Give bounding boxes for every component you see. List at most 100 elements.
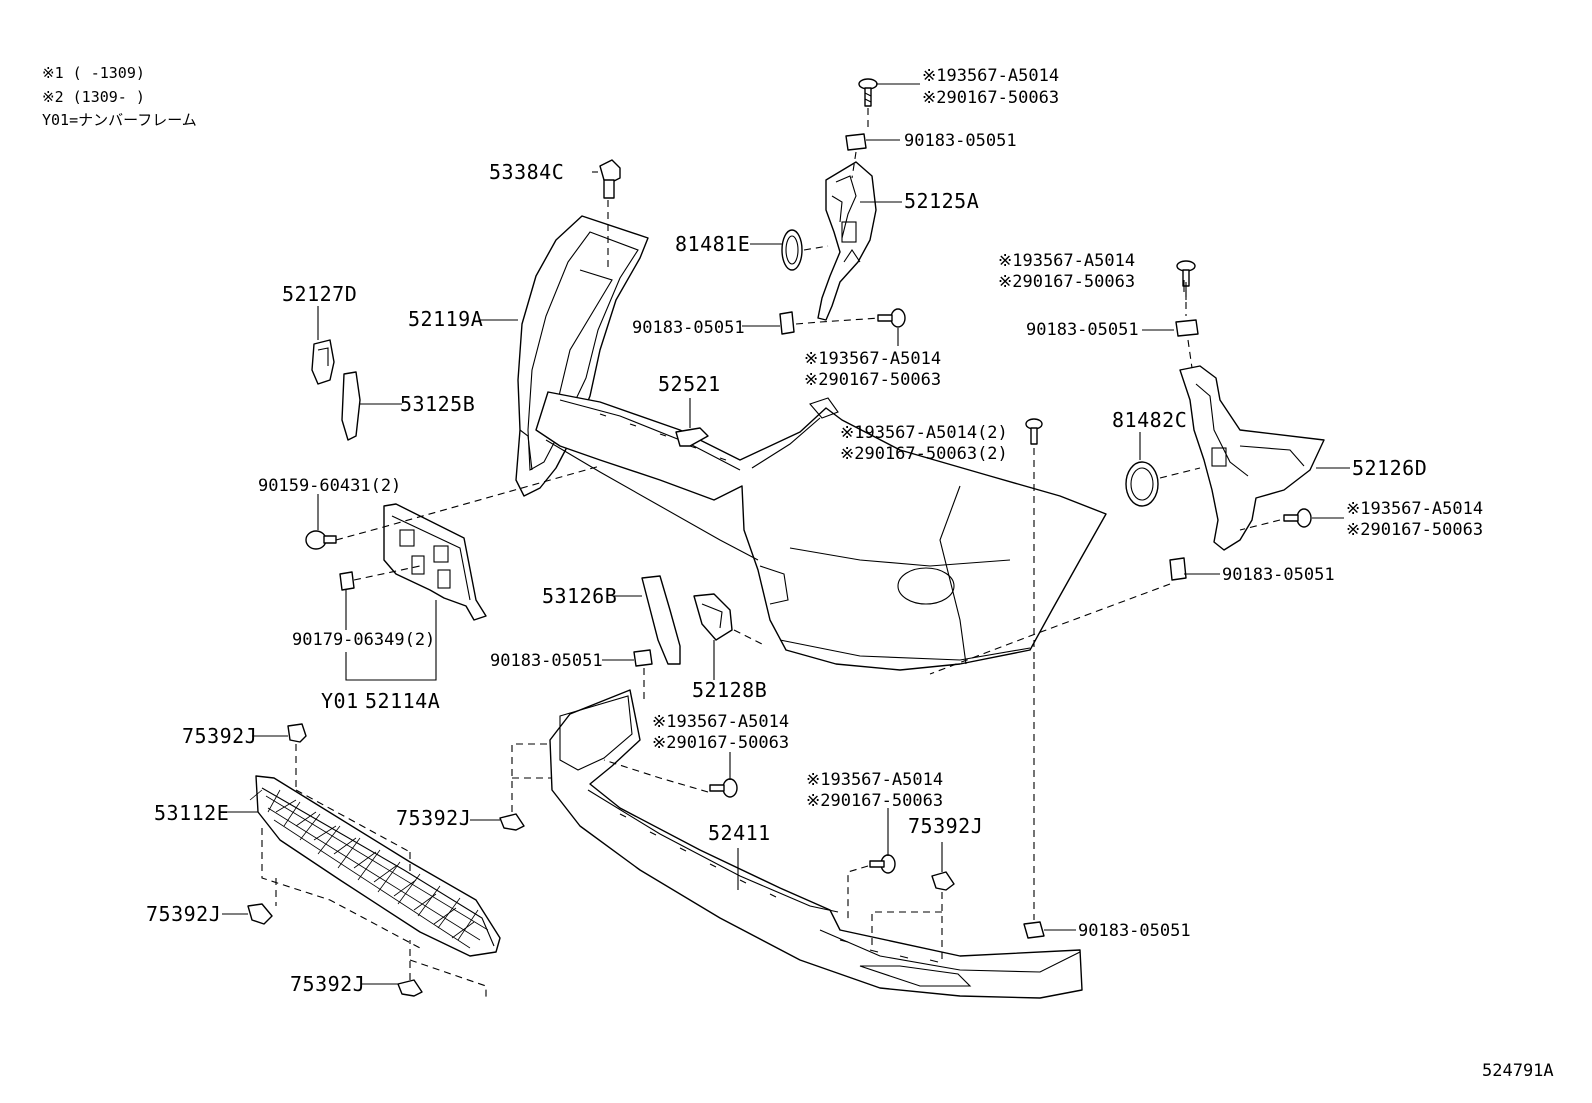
part-52127D-holder[interactable] bbox=[311, 339, 335, 385]
label-52127D[interactable]: 52127D bbox=[282, 282, 357, 306]
bolt-center-icon[interactable] bbox=[1025, 418, 1043, 445]
note-1: ※1 ( -1309) bbox=[42, 64, 145, 82]
label-bolt-l3-2[interactable]: ※290167-50063 bbox=[652, 733, 789, 753]
label-75392J-3[interactable]: 75392J bbox=[908, 814, 983, 838]
bolt-right-1-icon[interactable] bbox=[1176, 260, 1196, 287]
label-bolt-center-2[interactable]: ※290167-50063(2) bbox=[840, 444, 1008, 464]
label-53384C[interactable]: 53384C bbox=[489, 160, 564, 184]
bolt-lower-left-icon[interactable] bbox=[709, 778, 738, 798]
nut-clip-right-1-icon[interactable] bbox=[1175, 319, 1199, 337]
label-52125A[interactable]: 52125A bbox=[904, 189, 979, 213]
leader-dash bbox=[795, 317, 881, 325]
label-Y01[interactable]: Y01 bbox=[321, 689, 359, 713]
clip-75392J-top-icon[interactable] bbox=[287, 723, 307, 743]
label-81482C[interactable]: 81482C bbox=[1112, 408, 1187, 432]
part-53112E-grille[interactable] bbox=[249, 775, 501, 957]
label-90159[interactable]: 90159-60431(2) bbox=[258, 476, 401, 496]
diagram-id: 524791A bbox=[1482, 1061, 1554, 1081]
clip-75392J-bottom-icon[interactable] bbox=[397, 979, 423, 997]
nut-clip-left-2-icon[interactable] bbox=[633, 649, 653, 667]
note-3: Y01=ナンバーフレーム bbox=[42, 111, 197, 129]
grommet-81482C-icon[interactable] bbox=[1125, 461, 1159, 507]
leader-dash bbox=[261, 828, 421, 949]
label-52119A[interactable]: 52119A bbox=[408, 307, 483, 331]
bolt-mid-icon[interactable] bbox=[877, 308, 906, 328]
bolt-right-2-icon[interactable] bbox=[1283, 508, 1312, 528]
leader-dash bbox=[409, 940, 487, 1000]
label-nut-r1[interactable]: 90183-05051 bbox=[1026, 320, 1139, 340]
grommet-81481E-icon[interactable] bbox=[781, 229, 803, 271]
label-53112E[interactable]: 53112E bbox=[154, 801, 229, 825]
label-52114A[interactable]: 52114A bbox=[365, 689, 440, 713]
bolt-top-icon[interactable] bbox=[858, 78, 878, 107]
label-nut-bottom[interactable]: 90183-05051 bbox=[1078, 921, 1191, 941]
label-52128B[interactable]: 52128B bbox=[692, 678, 767, 702]
nut-clip-mid-left-icon[interactable] bbox=[779, 311, 795, 335]
part-52126D-bracket[interactable] bbox=[1179, 365, 1325, 551]
nut-clip-right-2-icon[interactable] bbox=[1169, 557, 1187, 581]
label-nut-r2[interactable]: 90183-05051 bbox=[1222, 565, 1335, 585]
label-52521[interactable]: 52521 bbox=[658, 372, 721, 396]
label-bolt-mid-1[interactable]: ※193567-A5014 bbox=[804, 349, 941, 369]
note-2: ※2 (1309- ) bbox=[42, 88, 145, 106]
label-nut-l2[interactable]: 90183-05051 bbox=[490, 651, 603, 671]
clip-53384C-icon[interactable] bbox=[599, 159, 621, 199]
part-front-bumper-cover[interactable] bbox=[535, 391, 1107, 671]
bolt-lower-mid-icon[interactable] bbox=[869, 854, 896, 874]
leader-lines bbox=[222, 83, 1350, 985]
label-52411[interactable]: 52411 bbox=[708, 821, 771, 845]
label-81481E[interactable]: 81481E bbox=[675, 232, 750, 256]
clip-75392J-lower-icon[interactable] bbox=[931, 871, 955, 891]
label-bolt-b-1[interactable]: ※193567-A5014 bbox=[806, 770, 943, 790]
label-bolt-l3-1[interactable]: ※193567-A5014 bbox=[652, 712, 789, 732]
clip-75392J-left-mid-icon[interactable] bbox=[499, 813, 525, 831]
leader-dash bbox=[1187, 339, 1193, 369]
label-bolt-top-2[interactable]: ※290167-50063 bbox=[922, 88, 1059, 108]
label-75392J-5[interactable]: 75392J bbox=[290, 972, 365, 996]
leader-dash bbox=[847, 865, 869, 920]
leader-dash bbox=[929, 583, 1171, 675]
label-53125B[interactable]: 53125B bbox=[400, 392, 475, 416]
leader-dash bbox=[295, 744, 411, 876]
part-52125A-bracket[interactable] bbox=[817, 161, 877, 321]
label-bolt-b-2[interactable]: ※290167-50063 bbox=[806, 791, 943, 811]
leader-dash bbox=[851, 151, 857, 179]
part-53126B-reflector[interactable] bbox=[641, 575, 681, 665]
label-75392J-1[interactable]: 75392J bbox=[182, 724, 257, 748]
nut-90179-icon[interactable] bbox=[339, 571, 355, 591]
leader-dash bbox=[803, 245, 829, 251]
leader-dash bbox=[511, 743, 552, 812]
label-bolt-mid-2[interactable]: ※290167-50063 bbox=[804, 370, 941, 390]
nut-clip-bottom-icon[interactable] bbox=[1023, 921, 1045, 939]
label-52126D[interactable]: 52126D bbox=[1352, 456, 1427, 480]
label-75392J-2[interactable]: 75392J bbox=[396, 806, 471, 830]
label-bolt-r2-1[interactable]: ※193567-A5014 bbox=[1346, 499, 1483, 519]
label-90179[interactable]: 90179-06349(2) bbox=[292, 630, 435, 650]
leader-dash bbox=[335, 465, 601, 541]
bracket-52521-icon[interactable] bbox=[675, 427, 709, 447]
part-52114A-license-bracket[interactable] bbox=[383, 503, 487, 621]
label-bolt-r2-2[interactable]: ※290167-50063 bbox=[1346, 520, 1483, 540]
part-labels: ※193567-A5014 ※290167-50063 90183-05051 … bbox=[146, 66, 1483, 996]
leader-dash bbox=[1239, 519, 1281, 531]
part-53125B-reflector[interactable] bbox=[341, 371, 361, 441]
part-52411-lower-spoiler[interactable] bbox=[549, 689, 1083, 999]
label-nut-mid-left[interactable]: 90183-05051 bbox=[632, 318, 745, 338]
label-53126B[interactable]: 53126B bbox=[542, 584, 617, 608]
nut-clip-top-icon[interactable] bbox=[845, 133, 867, 151]
label-bolt-top-1[interactable]: ※193567-A5014 bbox=[922, 66, 1059, 86]
label-bolt-r1-1[interactable]: ※193567-A5014 bbox=[998, 251, 1135, 271]
leader-dash bbox=[1159, 467, 1201, 479]
label-bolt-r1-2[interactable]: ※290167-50063 bbox=[998, 272, 1135, 292]
leader-dash bbox=[733, 629, 767, 647]
legend-notes: ※1 ( -1309) ※2 (1309- ) Y01=ナンバーフレーム bbox=[42, 64, 197, 129]
label-75392J-4[interactable]: 75392J bbox=[146, 902, 221, 926]
bolt-90159-icon[interactable] bbox=[305, 530, 337, 550]
clip-75392J-left-low-icon[interactable] bbox=[247, 903, 273, 925]
label-nut-top[interactable]: 90183-05051 bbox=[904, 131, 1017, 151]
part-52128B-bracket[interactable] bbox=[693, 593, 733, 641]
label-bolt-center-1[interactable]: ※193567-A5014(2) bbox=[840, 423, 1008, 443]
leader-dash bbox=[603, 759, 709, 793]
